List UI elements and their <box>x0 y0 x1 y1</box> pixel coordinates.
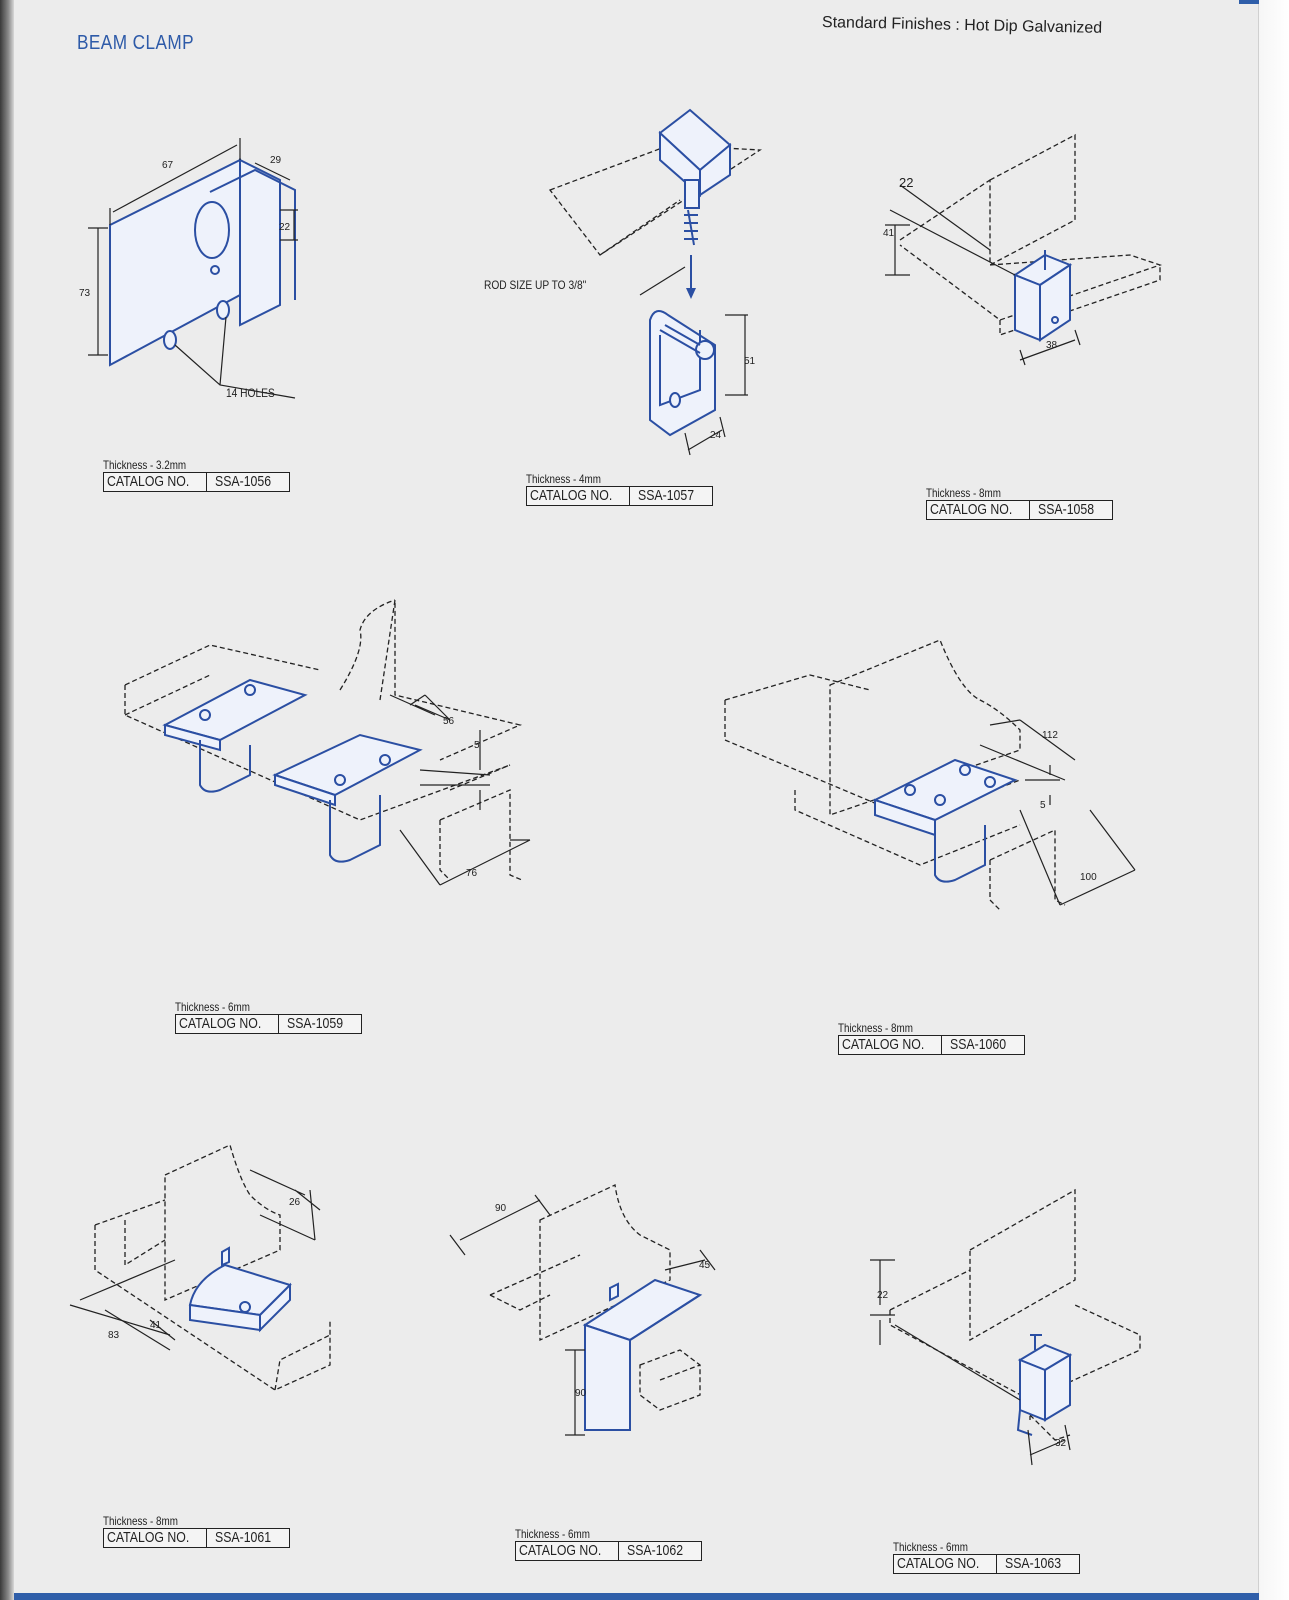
catalog-number: SSA-1056 <box>215 473 272 490</box>
catalog-label: CATALOG NO. <box>530 487 613 504</box>
catalog-number: SSA-1061 <box>215 1529 272 1546</box>
thickness-label: Thickness - 4mm <box>526 472 601 486</box>
finishes-note: Standard Finishes : Hot Dip Galvanized <box>821 14 1103 37</box>
dim-label: 38 <box>1046 340 1058 351</box>
bottom-accent-bar <box>14 1593 1259 1600</box>
drawing-ssa-1061 <box>69 1144 331 1391</box>
catalog-number: SSA-1059 <box>287 1015 344 1032</box>
catalog-block-ssa-1062: Thickness - 6mm CATALOG NO. SSA-1062 <box>515 1527 702 1561</box>
catalog-label: CATALOG NO. <box>930 501 1013 518</box>
catalog-block-ssa-1056: Thickness - 3.2mm CATALOG NO. SSA-1056 <box>103 458 290 492</box>
thickness-label: Thickness - 6mm <box>175 1000 250 1014</box>
rod-size-note: ROD SIZE UP TO 3/8" <box>484 278 587 292</box>
catalog-label: CATALOG NO. <box>842 1036 925 1053</box>
dim-label: 26 <box>289 1197 301 1208</box>
dim-label: 24 <box>710 430 722 441</box>
dim-label: 100 <box>1080 872 1097 883</box>
scan-edge-left <box>0 0 14 1600</box>
thickness-label: Thickness - 3.2mm <box>103 458 187 472</box>
catalog-label: CATALOG NO. <box>179 1015 262 1032</box>
dim-label: 56 <box>443 716 455 727</box>
dim-label: 5 <box>1040 800 1046 811</box>
catalog-number: SSA-1057 <box>638 487 695 504</box>
catalog-number: SSA-1063 <box>1005 1555 1062 1572</box>
thickness-label: Thickness - 8mm <box>103 1514 178 1528</box>
catalog-block-ssa-1060: Thickness - 8mm CATALOG NO. SSA-1060 <box>838 1021 1025 1055</box>
catalog-label: CATALOG NO. <box>107 473 190 490</box>
dim-label: 90 <box>495 1203 507 1214</box>
dim-label: 22 <box>279 222 291 233</box>
catalog-number: SSA-1058 <box>1038 501 1095 518</box>
dim-label: 67 <box>162 160 174 171</box>
catalog-label: CATALOG NO. <box>107 1529 190 1546</box>
dim-label: 22 <box>899 175 914 190</box>
scan-edge-right <box>1258 0 1289 1600</box>
catalog-number: SSA-1062 <box>627 1542 684 1559</box>
holes-note: 14 HOLES <box>226 386 275 400</box>
dim-label: 73 <box>79 288 91 299</box>
dim-label: 29 <box>270 155 282 166</box>
catalog-block-ssa-1061: Thickness - 8mm CATALOG NO. SSA-1061 <box>103 1514 290 1548</box>
catalog-block-ssa-1059: Thickness - 6mm CATALOG NO. SSA-1059 <box>175 1000 362 1034</box>
drawing-ssa-1057 <box>548 108 763 456</box>
thickness-label: Thickness - 6mm <box>515 1527 590 1541</box>
drawing-ssa-1058 <box>885 133 1163 366</box>
drawing-ssa-1056 <box>88 138 298 399</box>
dim-label: 41 <box>150 1320 162 1331</box>
drawing-ssa-1063 <box>870 1188 1141 1466</box>
dim-label: 90 <box>575 1388 587 1399</box>
dim-label: 45 <box>699 1260 711 1271</box>
drawing-ssa-1060 <box>724 639 1136 911</box>
dim-label: 5 <box>474 740 480 751</box>
thickness-label: Thickness - 8mm <box>838 1021 913 1035</box>
dim-label: 22 <box>877 1290 889 1301</box>
dim-label: 32 <box>1055 1438 1067 1449</box>
catalog-block-ssa-1063: Thickness - 6mm CATALOG NO. SSA-1063 <box>893 1540 1080 1574</box>
dim-label: 83 <box>108 1330 120 1341</box>
catalog-block-ssa-1058: Thickness - 8mm CATALOG NO. SSA-1058 <box>926 486 1113 520</box>
drawing-ssa-1062 <box>449 1184 716 1436</box>
thickness-label: Thickness - 6mm <box>893 1540 968 1554</box>
dim-label: 51 <box>744 356 756 367</box>
catalog-number: SSA-1060 <box>950 1036 1007 1053</box>
dim-label: 41 <box>883 228 895 239</box>
top-accent-bar <box>1239 0 1259 4</box>
dim-label: 112 <box>1042 730 1058 741</box>
thickness-label: Thickness - 8mm <box>926 486 1001 500</box>
catalog-block-ssa-1057: Thickness - 4mm CATALOG NO. SSA-1057 <box>526 472 713 506</box>
catalog-label: CATALOG NO. <box>519 1542 602 1559</box>
dim-label: 76 <box>466 868 478 879</box>
catalog-label: CATALOG NO. <box>897 1555 980 1572</box>
page-title: BEAM CLAMP <box>77 32 195 54</box>
drawing-ssa-1059 <box>124 599 531 886</box>
